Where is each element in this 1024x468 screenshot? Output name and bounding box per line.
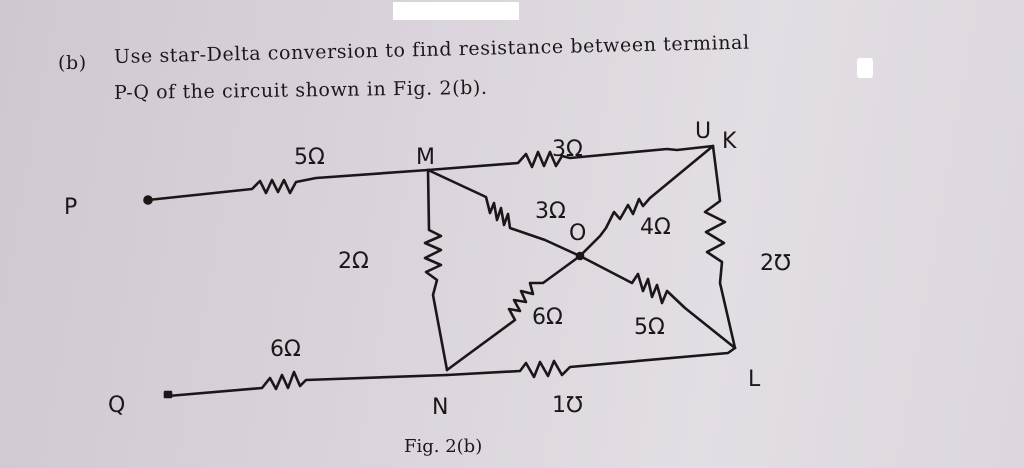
wire-l-to-o xyxy=(578,254,737,350)
wire-m-to-o xyxy=(426,168,582,258)
wire-p-to-m xyxy=(143,168,430,205)
wire-n-to-o xyxy=(445,254,582,372)
resistor-label-n-o: 6Ω xyxy=(532,305,563,330)
mark-near-k: U xyxy=(695,119,711,144)
figure-caption: Fig. 2(b) xyxy=(404,436,483,457)
resistor-label-l-o: 5Ω xyxy=(634,315,665,340)
resistor-label-m-n: 2Ω xyxy=(338,249,369,274)
terminal-p-label: P xyxy=(64,195,77,220)
node-m-label: M xyxy=(416,145,435,170)
redaction-patch-right xyxy=(857,58,873,78)
resistor-label-k-l: 2℧ xyxy=(760,251,791,276)
wire-m-to-k xyxy=(426,144,715,172)
node-l-label: L xyxy=(748,367,761,392)
terminal-q-label: Q xyxy=(108,393,125,418)
wire-k-to-l xyxy=(703,144,737,350)
wire-n-to-l xyxy=(445,346,737,379)
resistor-label-n-l: 1℧ xyxy=(552,393,583,418)
question-label: (b) xyxy=(58,52,87,74)
wire-m-to-n xyxy=(423,168,449,372)
wire-q-to-n xyxy=(163,370,449,399)
redaction-patch-top xyxy=(393,2,519,20)
resistor-label-p-m: 5Ω xyxy=(294,145,325,170)
node-k-label: K xyxy=(722,129,737,154)
resistor-label-m-o: 3Ω xyxy=(535,199,566,224)
resistor-label-m-k: 3Ω xyxy=(552,137,583,162)
node-n-label: N xyxy=(432,395,448,420)
resistor-label-k-o: 4Ω xyxy=(640,215,671,240)
node-center-label: O xyxy=(569,221,586,246)
wire-k-to-o xyxy=(578,144,715,258)
resistor-label-q-n: 6Ω xyxy=(270,337,301,362)
center-node-dot xyxy=(575,251,585,261)
